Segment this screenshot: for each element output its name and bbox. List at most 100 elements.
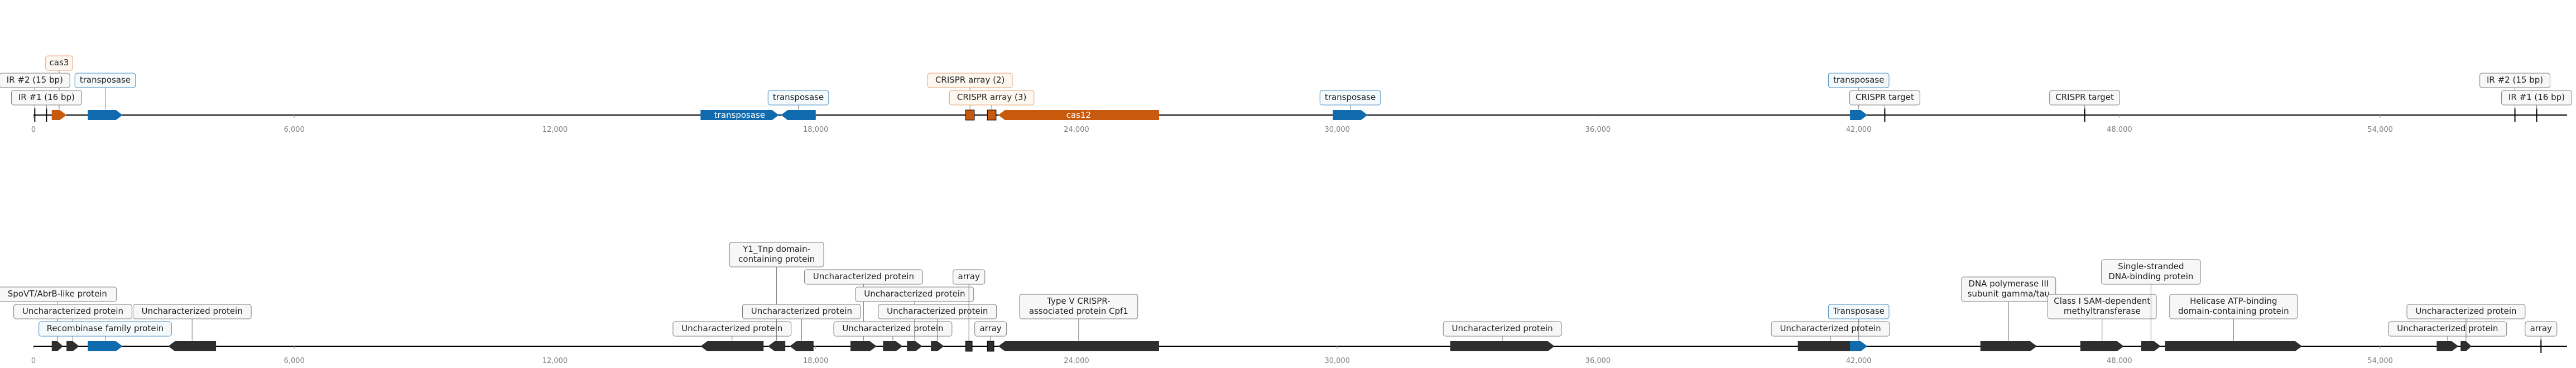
gene-arrow[interactable] [1850,110,1868,120]
feature-label-text: Recombinase family protein [47,323,164,333]
axis-tick-label: 48,000 [2107,126,2132,134]
gene-arrow[interactable] [700,341,764,351]
label-box [949,90,1035,106]
crispr-array-mark[interactable] [965,109,975,121]
gene-arrow[interactable] [51,110,67,120]
feature-label-text: transposase [773,92,824,102]
axis-tick-label: 6,000 [284,126,305,134]
label-box [672,321,792,337]
feature-label: IR #2 (15 bp) [0,73,70,88]
label-box [1019,294,1138,319]
label-box [13,304,132,319]
feature-label-text: CRISPR target [2055,92,2114,102]
label-box [855,286,974,302]
feature-label: cas3 [45,55,73,71]
gene-arrow[interactable] [883,341,903,351]
feature-label-text: array [979,323,1001,333]
feature-label: Recombinase family protein [39,321,172,337]
gene-arrow[interactable] [88,110,123,120]
feature-label: SpoVT/AbrB-like protein [0,286,117,302]
gene-arrow[interactable] [1333,110,1368,120]
gene-arrow[interactable] [2141,341,2161,351]
crispr-array-mark[interactable] [965,341,973,352]
gene-arrow[interactable] [850,341,877,351]
axis-tick-label: 0 [31,126,36,134]
feature-label-text: IR #2 (15 bp) [2487,75,2543,85]
gene-arrow[interactable] [2460,341,2472,351]
feature-label-text: Uncharacterized protein [142,306,243,316]
feature-label-text: Uncharacterized protein [1780,323,1881,333]
axis-tick-label: 24,000 [1064,357,1089,365]
gene-arrow[interactable] [700,110,779,120]
feature-label-text: Uncharacterized protein [681,323,782,333]
feature-label: Uncharacterized protein [855,286,974,302]
gene-arrow[interactable] [168,341,217,351]
feature-label-text: IR #1 (16 bp) [18,92,75,102]
crispr-array-mark[interactable] [987,109,997,121]
gene-arrow[interactable] [998,341,1159,351]
feature-label-text: Uncharacterized protein [751,306,852,316]
feature-label-text: transposase [80,75,131,85]
label-box [2049,90,2121,106]
axis-tick-label: 18,000 [803,357,829,365]
gene-arrow[interactable] [66,341,79,351]
gene-arrow[interactable] [88,341,123,351]
axis-tick-label: 24,000 [1064,126,1089,134]
gene-arrow[interactable] [907,341,922,351]
feature-label: CRISPR array (2) [927,73,1013,88]
label-box [45,55,73,71]
gene-arrow[interactable] [1450,341,1555,351]
gene-arrow[interactable] [2165,341,2302,351]
feature-label-text: Uncharacterized protein [813,271,914,281]
feature-label: CRISPR target [2049,90,2121,106]
crispr-array-mark[interactable] [987,341,994,352]
feature-label: Uncharacterized protein [742,304,861,319]
gene-arrow[interactable] [51,341,63,351]
gene-arrow[interactable] [1850,341,1868,351]
label-box [927,73,1013,88]
label-box [0,286,117,302]
feature-label-text: IR #2 (15 bp) [7,75,63,85]
feature-label: CRISPR array (3) [949,90,1035,106]
axis-tick-label: 0 [31,357,36,365]
feature-label-text: transposase [1325,92,1376,102]
gene-inside-label: cas12 [1066,110,1091,120]
axis-tick-label: 42,000 [1846,126,1872,134]
gene-arrow[interactable] [1798,341,1863,351]
gene-arrow[interactable] [931,341,944,351]
axis-tick-label: 12,000 [542,357,568,365]
gene-arrow[interactable] [781,110,816,120]
feature-label-text: array [958,271,980,281]
label-box [0,73,70,88]
feature-label: Type V CRISPR-associated protein Cpf1 [1019,294,1138,319]
label-box [132,304,252,319]
feature-label-text: CRISPR target [1856,92,1914,102]
axis-tick-label: 36,000 [1585,357,1611,365]
gene-arrow[interactable] [2436,341,2459,351]
feature-label: Uncharacterized protein [1771,321,1890,337]
label-box [1319,90,1381,106]
label-box [953,269,986,285]
feature-label: transposase [74,73,136,88]
axis-tick-label: 30,000 [1324,126,1350,134]
label-box [729,242,824,267]
gene-arrow[interactable] [1980,341,2037,351]
gene-arrow[interactable] [998,110,1159,120]
feature-label: transposase [1319,90,1381,106]
gene-arrow[interactable] [768,341,786,351]
label-box [1443,321,1562,337]
gene-arrow[interactable] [2080,341,2124,351]
feature-label: IR #1 (16 bp) [11,90,82,106]
label-box [878,304,997,319]
gene-arrow[interactable] [789,341,814,351]
feature-label: IR #1 (16 bp) [2501,90,2572,106]
feature-label: Uncharacterized protein [132,304,252,319]
